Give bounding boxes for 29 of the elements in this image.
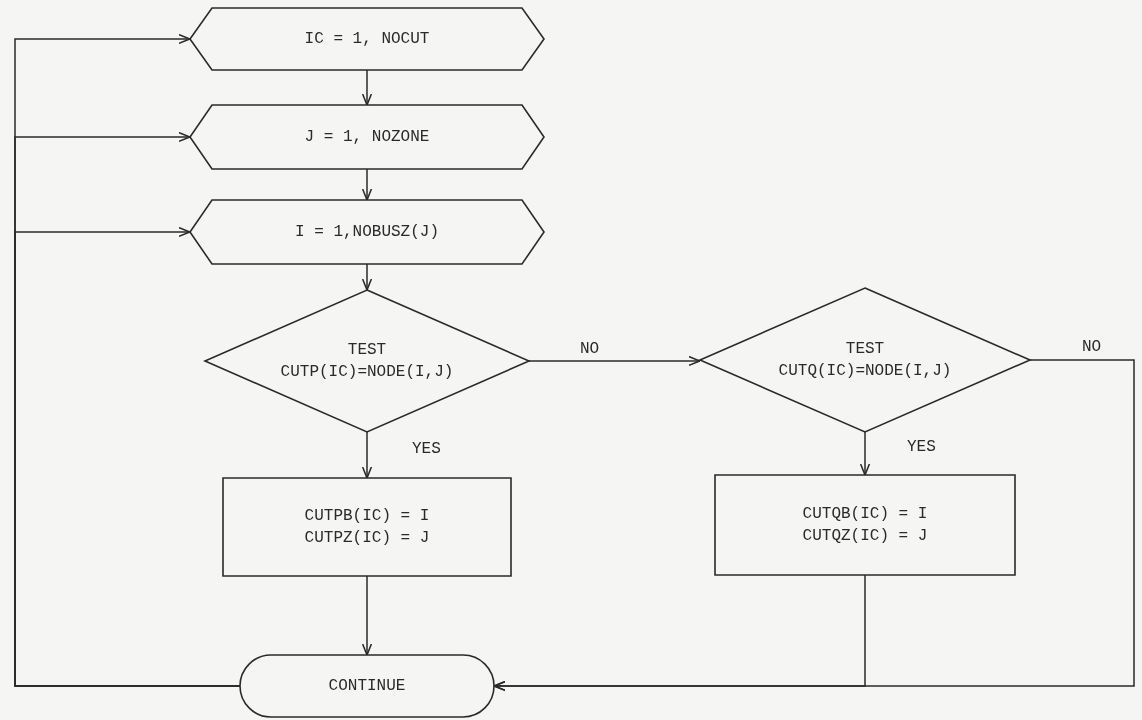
node-text: J = 1, NOZONE (304, 127, 430, 148)
loop-hexagon (190, 105, 544, 169)
process-box (715, 475, 1015, 575)
decision-diamond (700, 288, 1030, 432)
node-text: CUTPB(IC) = I (304, 506, 430, 527)
node-text: CUTPZ(IC) = J (304, 528, 430, 549)
arrow (528, 355, 701, 367)
arrow (361, 263, 373, 291)
decision-diamond (205, 290, 529, 432)
node-text: TEST (845, 339, 885, 360)
loop-hexagon (190, 8, 544, 70)
arrow (361, 431, 373, 479)
arrow (493, 359, 1135, 692)
arrow (14, 226, 241, 687)
node-text: I = 1,NOBUSZ(J) (295, 222, 439, 243)
terminator-shape (240, 655, 494, 717)
node-text: TEST (347, 340, 387, 361)
arrow (361, 168, 373, 201)
loop-hexagon (190, 200, 544, 264)
node-text: IC = 1, NOCUT (304, 29, 430, 50)
arrow (859, 431, 871, 476)
node-text: CUTQZ(IC) = J (802, 526, 928, 547)
node-text: CONTINUE (328, 676, 406, 697)
arrow (361, 69, 373, 106)
node-text: CUTQ(IC)=NODE(I,J) (778, 361, 952, 382)
node-text: CUTP(IC)=NODE(I,J) (280, 362, 454, 383)
node-text: CUTQB(IC) = I (802, 504, 928, 525)
process-box (223, 478, 511, 576)
arrow (361, 575, 373, 656)
